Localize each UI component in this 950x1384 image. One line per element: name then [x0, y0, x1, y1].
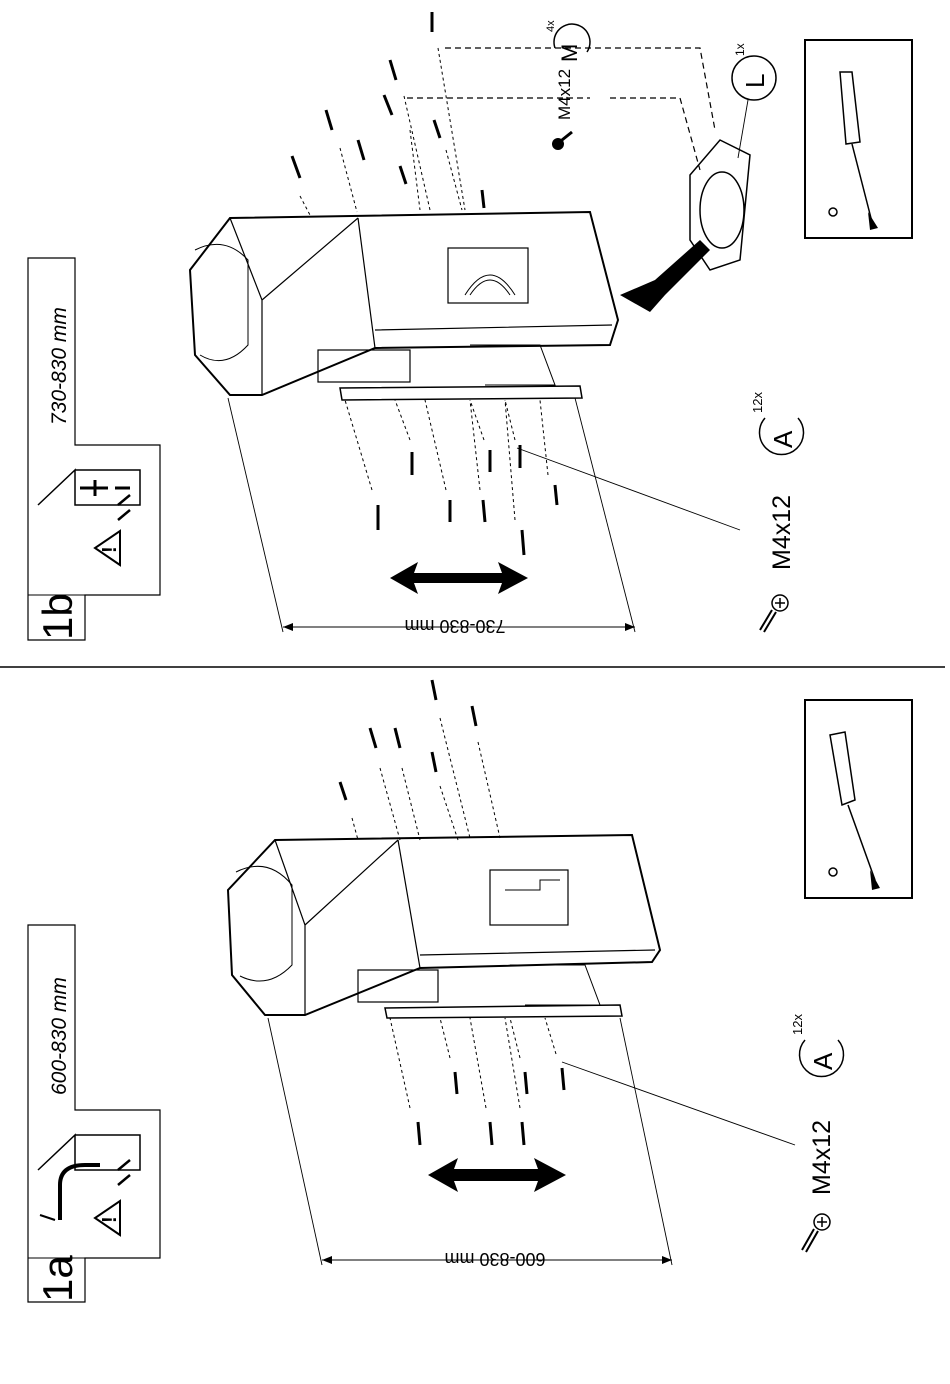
collar-part-L-1b: [620, 140, 750, 312]
hood-body-1a: [228, 835, 660, 1018]
warning-triangle-icon: !: [95, 531, 121, 565]
part-callout-A-1a: A 12x: [790, 1014, 844, 1077]
part-callout-L-1b: L 1x: [732, 43, 776, 158]
two-person-lift-icon: [38, 470, 140, 520]
screwdriver-icon: [840, 72, 878, 230]
svg-text:!: !: [99, 546, 121, 553]
panel-1b: 1b 730-830 mm !: [28, 12, 912, 640]
screw-dash-lines-bottom-1b: [345, 400, 548, 520]
screw-arrows-bottom-1b: [378, 445, 557, 555]
dimension-label-1a: 600-830 mm: [444, 1249, 545, 1269]
callout-letter-A-1b: A: [768, 430, 798, 448]
callout-qty-A-1a: 12x: [790, 1014, 805, 1035]
range-label-1a: 600-830 mm: [48, 977, 71, 1095]
screw-arrows-top-1a: [340, 680, 476, 800]
screw-icon-top-1b: [552, 132, 572, 150]
svg-text:!: !: [99, 1216, 121, 1223]
screw-arrows-bottom-1a: [418, 1068, 564, 1145]
tool-box-1b: [805, 40, 912, 238]
warning-triangle-icon-1a: !: [95, 1201, 121, 1235]
part-callout-M-1b: M 4x M4x12: [545, 20, 590, 120]
part-callout-A-1b: A 12x: [750, 392, 804, 455]
screw-spec-1a: M4x12: [808, 1120, 836, 1195]
dimension-line-1a: [268, 1018, 672, 1265]
dimension-line-1b: [228, 398, 635, 632]
screw-spec-1b: M4x12: [768, 495, 796, 570]
callout-letter-L-1b: L: [740, 74, 770, 88]
dimension-label-1b: 730-830 mm: [404, 616, 505, 636]
tool-box-1a: [805, 700, 912, 898]
screw-spec-top-1b: M4x12: [555, 69, 574, 120]
adjust-double-arrow-1b: [390, 562, 528, 594]
screwdriver-icon-1a: [830, 732, 880, 890]
step-number-1a: 1a: [34, 1255, 81, 1302]
callout-qty-L-1b: 1x: [733, 43, 747, 56]
range-label-1b: 730-830 mm: [48, 307, 71, 425]
screw-head-icon-1a: [829, 868, 837, 876]
panel-1a: 1a 600-830 mm !: [28, 680, 912, 1302]
screw-head-icon: [829, 208, 837, 216]
curved-lift-icon: [38, 1135, 140, 1220]
screw-dash-lines-1a: [352, 718, 500, 840]
adjust-double-arrow-1a: [428, 1158, 566, 1192]
screw-arrows-top-1b: [292, 12, 484, 208]
screw-dash-lines-bottom-1a: [390, 1018, 556, 1108]
callout-letter-M-1b: M: [557, 44, 582, 62]
callout-letter-A-1a: A: [808, 1052, 838, 1070]
screw-icon-1b: [760, 595, 788, 632]
hood-body-1b: [190, 212, 618, 400]
step-number-1b: 1b: [34, 593, 81, 640]
screw-dash-lines-1b: [300, 48, 465, 215]
callout-qty-A-1b: 12x: [750, 392, 765, 413]
screw-icon-1a: [802, 1214, 830, 1252]
callout-qty-M-1b: 4x: [545, 20, 557, 32]
